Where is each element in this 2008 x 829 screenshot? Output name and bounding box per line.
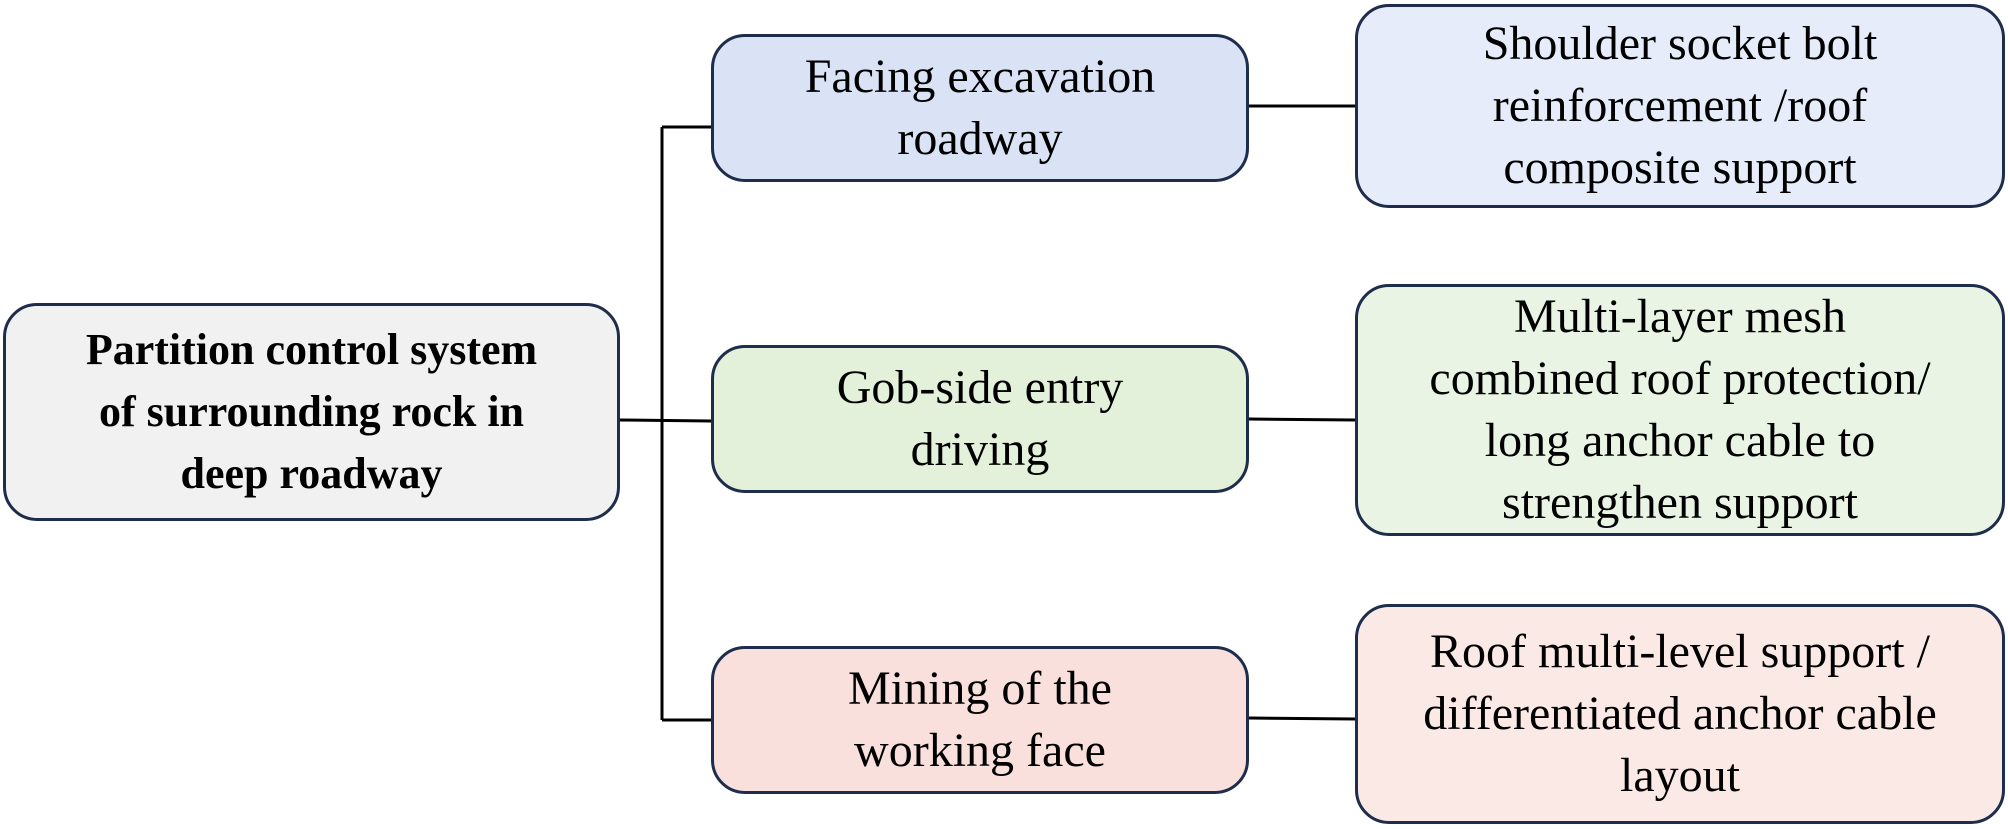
measure-node-roof-multi-level: Roof multi-level support / differentiate…	[1355, 604, 2005, 824]
condition-label: Gob-side entry driving	[836, 361, 1124, 476]
measure-label: Shoulder socket bolt reinforcement /roof…	[1482, 17, 1878, 194]
root-node-label: Partition control system of surrounding …	[85, 325, 538, 498]
condition-label: Mining of the working face	[848, 662, 1112, 777]
condition-label: Facing excavation roadway	[804, 50, 1156, 165]
connector-cond-2-to-measure-2	[1248, 417, 1356, 422]
measure-node-multi-layer-mesh: Multi-layer mesh combined roof protectio…	[1355, 284, 2005, 536]
condition-node-facing-excavation: Facing excavation roadway	[711, 34, 1249, 182]
condition-node-mining-face: Mining of the working face	[711, 646, 1249, 794]
measure-node-shoulder-socket: Shoulder socket bolt reinforcement /roof…	[1355, 4, 2005, 208]
root-node: Partition control system of surrounding …	[3, 303, 620, 521]
connector-cond-3-to-measure-3	[1248, 716, 1356, 721]
condition-node-gob-side: Gob-side entry driving	[711, 345, 1249, 493]
measure-label: Roof multi-level support / differentiate…	[1423, 625, 1937, 802]
connector-root-to-trunk	[619, 418, 712, 423]
measure-label: Multi-layer mesh combined roof protectio…	[1429, 290, 1931, 529]
